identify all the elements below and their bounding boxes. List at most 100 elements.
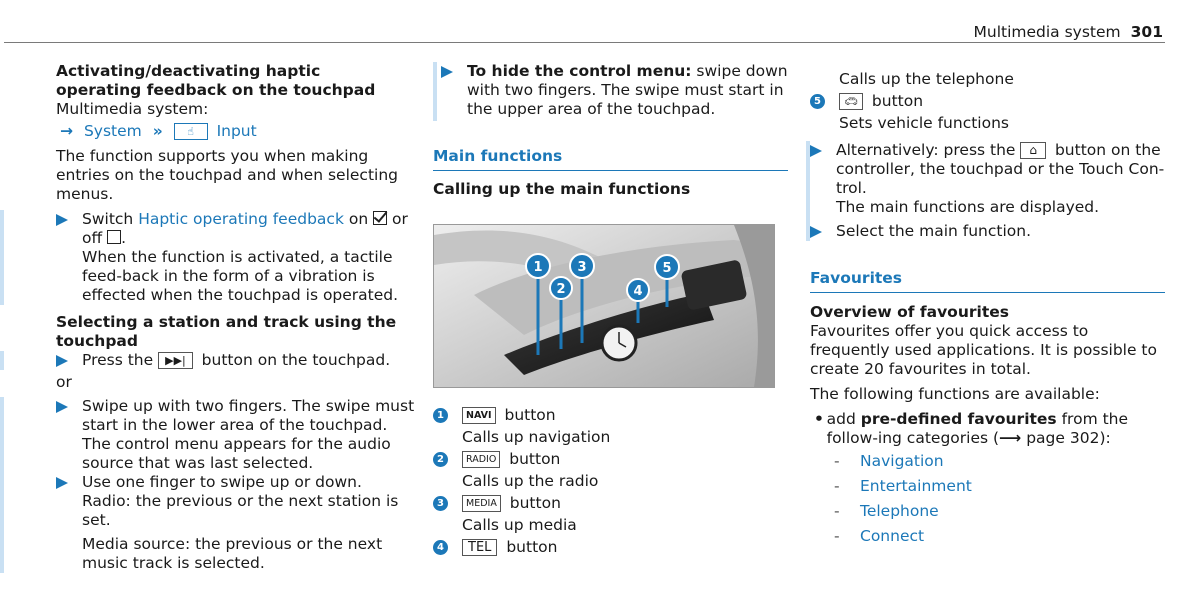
step-arrow-icon bbox=[810, 226, 822, 238]
tel-key: TEL bbox=[462, 539, 498, 556]
unchecked-box-icon bbox=[107, 230, 122, 244]
step-text: Switch bbox=[82, 210, 134, 228]
header-title: Multimedia system bbox=[973, 23, 1121, 41]
step-text-suffix: button on the touchpad. bbox=[201, 351, 391, 369]
category-connect[interactable]: Connect bbox=[860, 527, 925, 545]
step-hide-menu: To hide the control menu: swipe down wit… bbox=[441, 62, 788, 121]
legend-item-vehicle: 5 🚗︎ button Sets vehicle functions bbox=[810, 92, 1165, 133]
menu-path: → System » ☝ Input bbox=[60, 122, 416, 141]
step-text: Alternatively: press the bbox=[836, 141, 1016, 159]
step-select: Select the main function. bbox=[810, 222, 1165, 241]
long-arrow-icon: ⟶ bbox=[999, 429, 1022, 447]
step-block-1: Switch Haptic operating feedback on or o… bbox=[0, 210, 416, 305]
step-arrow-icon bbox=[56, 401, 68, 413]
hide-text: swipe down with two fingers. The swipe m… bbox=[467, 62, 788, 118]
step-text: Use one finger to swipe up or down. bbox=[82, 473, 362, 491]
path-arrow-icon: → bbox=[60, 122, 73, 140]
bullet-favourites: • add pre-defined favourites from the fo… bbox=[810, 410, 1165, 448]
category-entertainment[interactable]: Entertainment bbox=[860, 477, 972, 495]
step-result: When the function is activated, a tactil… bbox=[82, 248, 399, 304]
subhead-main-functions: Calling up the main functions bbox=[433, 180, 691, 198]
svg-text:5: 5 bbox=[662, 261, 671, 276]
bullet-dot: • bbox=[814, 410, 824, 428]
checked-box-icon bbox=[373, 211, 388, 225]
step-arrow-icon bbox=[810, 145, 822, 157]
console-figure: 1 2 3 4 5 bbox=[433, 224, 775, 388]
skip-forward-icon: ▶▶| bbox=[158, 352, 193, 369]
link-haptic-feedback[interactable]: Haptic operating feedback bbox=[138, 210, 344, 228]
category-item: -Entertainment bbox=[834, 477, 1165, 496]
page-number: 301 bbox=[1130, 23, 1163, 41]
step-switch: Switch Haptic operating feedback on or o… bbox=[56, 210, 416, 305]
callout-2: 2 bbox=[549, 276, 573, 300]
legend-label: button bbox=[871, 92, 924, 110]
legend-label: button bbox=[504, 406, 556, 424]
legend-number: 2 bbox=[433, 452, 448, 467]
step-result-media: Media source: the previous or the next m… bbox=[82, 535, 383, 572]
alt-block: Alternatively: press the ⌂ button on the… bbox=[806, 141, 1165, 241]
legend-label: button bbox=[509, 450, 561, 468]
legend-number: 1 bbox=[433, 408, 448, 423]
category-telephone[interactable]: Telephone bbox=[860, 502, 939, 520]
console-illustration: 1 2 3 4 5 bbox=[434, 225, 774, 387]
category-item: - Navigation bbox=[834, 452, 1165, 471]
dash: - bbox=[834, 452, 840, 470]
on-label: on bbox=[348, 210, 369, 228]
callout-3: 3 bbox=[569, 253, 595, 279]
step-result: The control menu appears for the audio s… bbox=[82, 435, 391, 472]
svg-text:4: 4 bbox=[633, 284, 642, 299]
path-intro: Multimedia system: bbox=[56, 100, 209, 118]
step-text: Select the main function. bbox=[836, 222, 1032, 240]
or-separator: or bbox=[56, 373, 72, 391]
car-icon: 🚗︎ bbox=[839, 93, 863, 110]
heading-station: Selecting a station and track using the … bbox=[56, 313, 397, 350]
hand-icon: ☝ bbox=[173, 123, 208, 140]
bullet-text: add bbox=[826, 410, 856, 428]
step-text: Swipe up with two fingers. The swipe mus… bbox=[82, 397, 415, 434]
path-system[interactable]: System bbox=[83, 122, 142, 140]
overview-paragraph: Favourites offer you quick access to fre… bbox=[810, 322, 1157, 378]
subhead-overview: Overview of favourites bbox=[810, 303, 1009, 321]
step-block-3: Swipe up with two fingers. The swipe mus… bbox=[0, 397, 416, 573]
heading-haptic: Activating/deactivating haptic operating… bbox=[56, 62, 376, 99]
step-arrow-icon bbox=[56, 477, 68, 489]
step-text: Press the bbox=[82, 351, 154, 369]
legend-desc: Sets vehicle functions bbox=[839, 114, 1009, 132]
category-navigation[interactable]: Navigation bbox=[860, 452, 944, 470]
legend-label: button bbox=[506, 538, 558, 556]
category-item: - Telephone bbox=[834, 502, 1165, 521]
legend-desc: Calls up media bbox=[462, 516, 577, 534]
legend-number: 3 bbox=[433, 496, 448, 511]
step-arrow-icon bbox=[56, 355, 68, 367]
step-press: Press the ▶▶| button on the touchpad. bbox=[56, 351, 416, 370]
legend-desc: Calls up the radio bbox=[462, 472, 599, 490]
dash: - bbox=[834, 502, 840, 520]
legend-number: 4 bbox=[433, 540, 448, 555]
callout-1: 1 bbox=[525, 253, 551, 279]
step-alternatively: Alternatively: press the ⌂ button on the… bbox=[810, 141, 1165, 217]
column-middle: To hide the control menu: swipe down wit… bbox=[433, 62, 788, 556]
dash: - bbox=[834, 527, 840, 545]
section-favourites: Favourites bbox=[810, 269, 1165, 293]
legend-number: 5 bbox=[810, 94, 825, 109]
step-arrow-icon bbox=[441, 66, 453, 78]
bullet-text-mid: from the follow-ing categories ( bbox=[826, 410, 1129, 447]
svg-text:3: 3 bbox=[577, 260, 586, 275]
step-text-suffix: button on the controller, the touchpad o… bbox=[836, 141, 1165, 197]
hide-menu-block: To hide the control menu: swipe down wit… bbox=[433, 62, 788, 121]
step-one-finger: Use one finger to swipe up or down. Radi… bbox=[56, 473, 416, 573]
path-input[interactable]: Input bbox=[216, 122, 257, 140]
home-icon: ⌂ bbox=[1020, 142, 1047, 159]
step-result: The main functions are displayed. bbox=[836, 198, 1100, 216]
svg-text:2: 2 bbox=[556, 282, 565, 297]
hide-bold: To hide the control menu: bbox=[467, 62, 692, 80]
column-left: Activating/deactivating haptic operating… bbox=[0, 62, 416, 573]
legend-desc: Calls up navigation bbox=[462, 428, 611, 446]
legend-item-tel: 4 TEL button bbox=[433, 538, 788, 557]
callout-4: 4 bbox=[626, 278, 650, 302]
or-label: or bbox=[392, 210, 408, 228]
page-reference-link[interactable]: page 302): bbox=[1026, 429, 1111, 447]
